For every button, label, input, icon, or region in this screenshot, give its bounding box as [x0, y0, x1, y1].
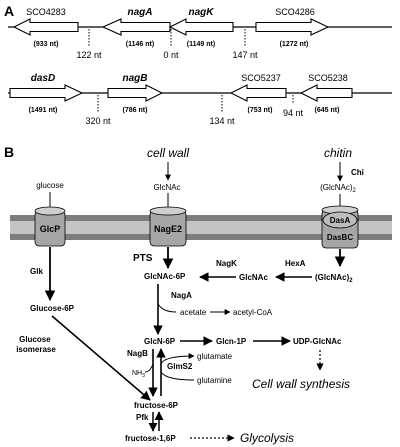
gene-length: (753 nt): [248, 107, 273, 114]
dasa-cap: [322, 211, 358, 229]
metabolite-fructose-16p: fructose-1,6P: [125, 434, 176, 443]
gene-naga: nagA (1146 nt): [101, 7, 171, 48]
gene-arrow: [255, 18, 330, 36]
transporter-dasabc: DasA DasBC: [321, 205, 359, 249]
panel-b-label: B: [4, 144, 14, 160]
metabolite-udp-glcnac: UDP-GlcNAc: [293, 337, 342, 346]
chitinase-label: Chi: [351, 168, 364, 177]
gene-arrow: [12, 18, 79, 36]
cosubstrate-glutamine: glutamine: [197, 376, 232, 385]
nh3-branch: [144, 363, 154, 373]
transporter-top: [34, 206, 66, 216]
gene-name: SCO5237: [241, 73, 281, 83]
gene-arrow: [9, 84, 84, 102]
gene-nagk: nagK (1149 nt): [168, 7, 234, 48]
gene-name: nagA: [128, 7, 153, 18]
extracellular-glcnac: GlcNAc: [153, 183, 180, 192]
gene-arrow: [299, 84, 353, 102]
gene-sco4283: SCO4283 (933 nt): [12, 7, 79, 48]
gene-dasd: dasD (1491 nt): [9, 73, 84, 114]
cosubstrate-glutamate: glutamate: [197, 352, 233, 361]
gene-arrow: [107, 84, 164, 102]
gene-name: dasD: [31, 73, 55, 84]
gene-arrow: [229, 84, 287, 102]
source-cell-wall: cell wall: [147, 146, 189, 160]
gene-length: (1491 nt): [29, 107, 58, 114]
enzyme-nagb: NagB: [127, 349, 148, 358]
enzyme-hexa: HexA: [285, 259, 306, 268]
system-pts: PTS: [133, 253, 153, 264]
glutamate-branch: [160, 353, 195, 365]
enzyme-glk: Glk: [30, 267, 43, 276]
gene-nagb: nagB (786 nt): [107, 73, 164, 114]
metabolite-fructose-6p: fructose-6P: [134, 401, 179, 410]
transporter-top: [149, 206, 187, 216]
dasbc-label: DasBC: [327, 233, 353, 242]
metabolite-glcnac2: (GlcNAc)2: [315, 273, 353, 284]
panel-a-label: A: [4, 3, 14, 19]
gene-name: SCO5238: [308, 73, 348, 83]
gene-length: (933 nt): [34, 41, 59, 48]
transporter-label: GlcP: [40, 224, 61, 234]
gap-label: 94 nt: [283, 108, 304, 118]
enzyme-pfk: Pfk: [136, 413, 149, 422]
gene-name: nagK: [189, 7, 215, 18]
byproduct-acetate: acetate: [180, 308, 207, 317]
gene-length: (645 nt): [315, 107, 340, 114]
source-glucose: glucose: [36, 181, 64, 190]
acetate-branch: [157, 303, 177, 313]
gene-name: SCO4283: [26, 7, 66, 17]
gap-label: 0 nt: [163, 50, 179, 60]
metabolite-glcn-1p: Glcn-1P: [216, 337, 247, 346]
gap-label: 134 nt: [209, 116, 235, 126]
pathway-glycolysis: Glycolysis: [240, 431, 294, 445]
metabolite-glcnac-6p: GlcNAc-6P: [144, 272, 186, 281]
transporter-glcp: GlcP: [34, 206, 66, 247]
dasa-label: DasA: [330, 216, 351, 225]
gap-label: 147 nt: [232, 50, 258, 60]
gene-sco5237: SCO5237 (753 nt): [229, 73, 287, 114]
cell-membrane: [10, 215, 392, 240]
gene-length: (1272 nt): [280, 41, 309, 48]
transporter-label: NagE2: [154, 224, 182, 234]
glutamine-branch: [160, 371, 195, 381]
gap-label: 320 nt: [85, 116, 111, 126]
gene-sco4286: SCO4286 (1272 nt): [255, 7, 330, 48]
membrane-core: [10, 221, 392, 234]
source-chitin: chitin: [324, 146, 352, 160]
enzyme-naga: NagA: [171, 291, 192, 300]
byproduct-nh3: NH3: [132, 370, 145, 379]
enzyme-nagk: NagK: [216, 259, 237, 268]
extracellular-glcnac2: (GlcNAc)2: [320, 183, 356, 194]
gene-length: (786 nt): [123, 107, 148, 114]
enzyme-glms2: GlmS2: [167, 362, 193, 371]
arrow: [51, 315, 151, 401]
gene-arrow: [168, 18, 234, 36]
metabolite-glcnac: GlcNAc: [239, 273, 268, 282]
metabolite-glucose-6p: Glucose-6P: [30, 304, 75, 313]
gene-arrow: [101, 18, 171, 36]
transporter-nage2: NagE2: [149, 206, 187, 247]
gene-length: (1149 nt): [187, 41, 215, 48]
pathway-cell-wall-synthesis: Cell wall synthesis: [252, 377, 350, 391]
gene-name: SCO4286: [275, 7, 315, 17]
byproduct-acetyl-coa: acetyl-CoA: [233, 308, 273, 317]
gene-name: nagB: [123, 73, 148, 84]
gene-sco5238: SCO5238 (645 nt): [299, 73, 353, 114]
gene-length: (1146 nt): [126, 41, 154, 48]
membrane-inner-leaflet: [10, 234, 392, 240]
gap-label: 122 nt: [76, 50, 102, 60]
membrane-outer-leaflet: [10, 215, 392, 221]
enzyme-glucose-isomerase: Glucose isomerase: [16, 335, 56, 354]
metabolite-glcn-6p: GlcN-6P: [144, 337, 176, 346]
